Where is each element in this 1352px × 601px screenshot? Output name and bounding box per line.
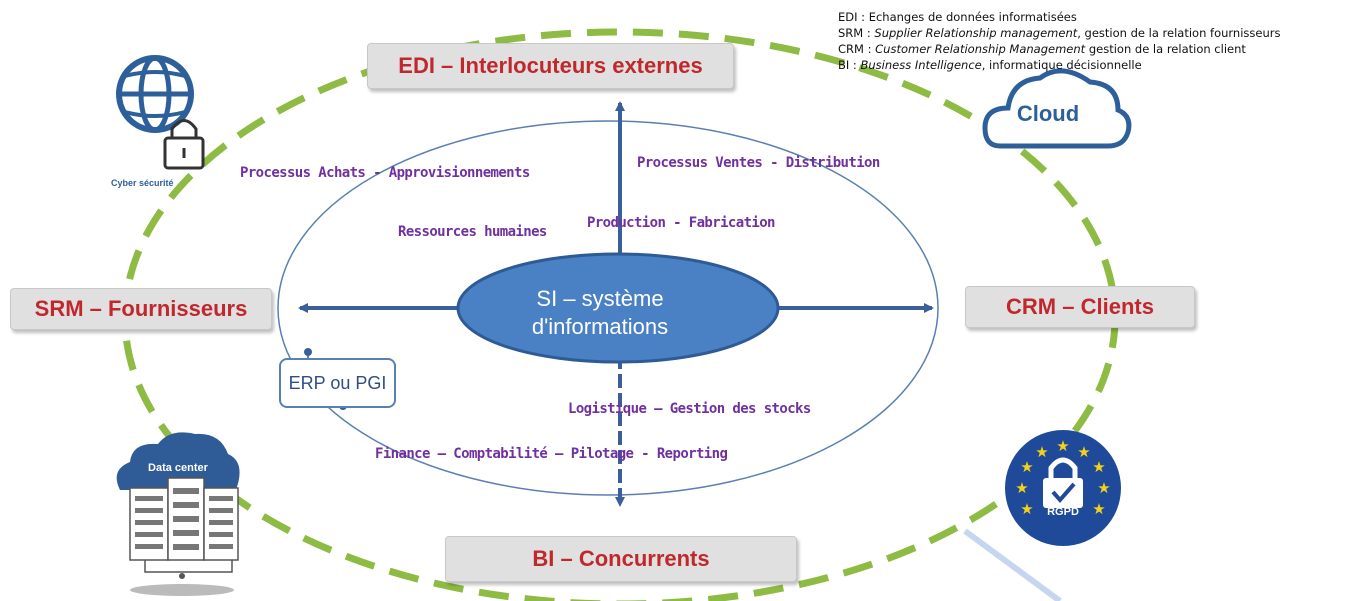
legend-term: Business Intelligence — [860, 58, 982, 72]
legend-desc: gestion de la relation client — [1085, 42, 1246, 56]
cyber-security-label: Cyber sécurité — [111, 178, 174, 188]
process-rh: Ressources humaines — [398, 224, 547, 240]
globe-lock-icon — [116, 55, 205, 170]
svg-text:★: ★ — [1015, 479, 1028, 497]
legend-desc: , gestion de la relation fournisseurs — [1077, 26, 1281, 40]
legend-term: Customer Relationship Management — [875, 42, 1086, 56]
process-finance: Finance – Comptabilité – Pilotage - Repo… — [375, 446, 728, 462]
svg-text:★: ★ — [1056, 437, 1069, 455]
process-ventes: Processus Ventes - Distribution — [637, 155, 880, 171]
corner-wedge — [960, 530, 1352, 601]
legend-term: Supplier Relationship management — [874, 26, 1078, 40]
center-label-line2: d'informations — [531, 314, 669, 339]
datacenter-label: Data center — [148, 462, 208, 474]
legend-row-bi: BI : Business Intelligence, informatique… — [838, 57, 1280, 73]
edi-box: EDI – Interlocuteurs externes — [367, 43, 734, 89]
svg-text:★: ★ — [1092, 500, 1105, 518]
cloud-icon — [982, 68, 1132, 149]
process-production: Production - Fabrication — [587, 215, 775, 231]
legend-abbr: BI — [838, 58, 850, 72]
svg-text:★: ★ — [1020, 458, 1033, 476]
legend-row-edi: EDI : Echanges de données informatisées — [838, 9, 1280, 25]
rgpd-lock-icon: ★ ★ ★ ★ ★ ★ ★ ★ ★ — [1005, 430, 1121, 546]
svg-text:★: ★ — [1020, 500, 1033, 518]
inner-ellipse — [277, 120, 939, 496]
svg-text:★: ★ — [1035, 443, 1048, 461]
process-achats: Processus Achats - Approvisionnements — [240, 165, 530, 181]
legend-sep: : — [863, 26, 875, 40]
process-logistique: Logistique – Gestion des stocks — [568, 401, 811, 417]
legend-sep: : — [857, 10, 869, 24]
abbreviation-legend: EDI : Echanges de données informatisées … — [838, 9, 1280, 73]
legend-abbr: SRM — [838, 26, 864, 40]
srm-box: SRM – Fournisseurs — [10, 288, 272, 330]
datacenter-icon — [116, 432, 240, 596]
svg-text:★: ★ — [1077, 443, 1090, 461]
svg-text:★: ★ — [1092, 458, 1105, 476]
erp-dot-top — [304, 348, 312, 356]
erp-box: ERP ou PGI — [279, 358, 396, 408]
legend-sep: : — [849, 58, 861, 72]
crm-box: CRM – Clients — [965, 286, 1195, 328]
legend-desc: , informatique décisionnelle — [981, 58, 1142, 72]
center-label: SI – système d'informations — [490, 285, 710, 341]
legend-abbr: CRM — [838, 42, 864, 56]
svg-text:★: ★ — [1097, 479, 1110, 497]
cloud-label: Cloud — [1016, 101, 1080, 126]
legend-row-srm: SRM : Supplier Relationship management, … — [838, 25, 1280, 41]
bi-box: BI – Concurrents — [445, 536, 797, 582]
rgpd-label: RGPD — [1047, 506, 1079, 518]
legend-row-crm: CRM : Customer Relationship Management g… — [838, 41, 1280, 57]
legend-sep: : — [863, 42, 876, 56]
center-ellipse — [456, 252, 780, 364]
legend-desc: Echanges de données informatisées — [868, 10, 1077, 24]
center-label-line1: SI – système — [536, 286, 664, 311]
legend-abbr: EDI — [838, 10, 858, 24]
corner-line — [963, 528, 1062, 601]
